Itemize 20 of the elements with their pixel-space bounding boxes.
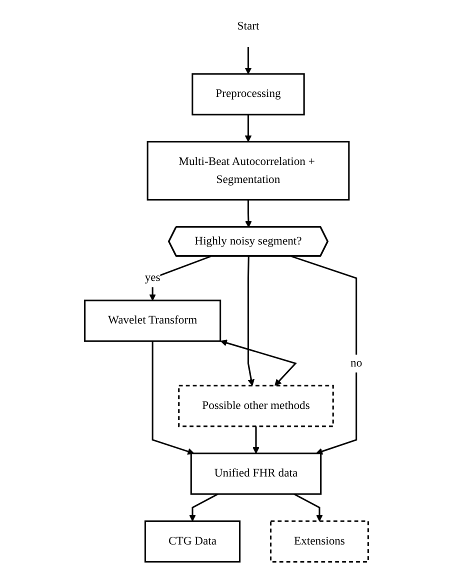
arrow (152, 341, 194, 455)
arrow (244, 114, 252, 142)
arrow (252, 426, 260, 454)
node-box: Unified FHR data (190, 452, 322, 495)
arrow (247, 256, 255, 386)
arrow (291, 256, 358, 455)
node-text: Start (237, 20, 260, 33)
arrow (189, 493, 218, 522)
edge-label: no (350, 356, 362, 370)
arrow (294, 493, 323, 522)
arrow (244, 46, 252, 74)
node-box: Multi-Beat Autocorrelation + Segmentation (146, 140, 350, 201)
arrow (245, 200, 252, 228)
edge-label: yes (144, 272, 160, 284)
node-box: Extensions (270, 520, 369, 563)
node-box: Wavelet Transform (84, 300, 222, 342)
node-box: Possible other methods (178, 384, 334, 428)
node-box: CTG Data (144, 520, 241, 563)
arrow (220, 340, 297, 386)
node-box: Preprocessing (192, 73, 305, 116)
